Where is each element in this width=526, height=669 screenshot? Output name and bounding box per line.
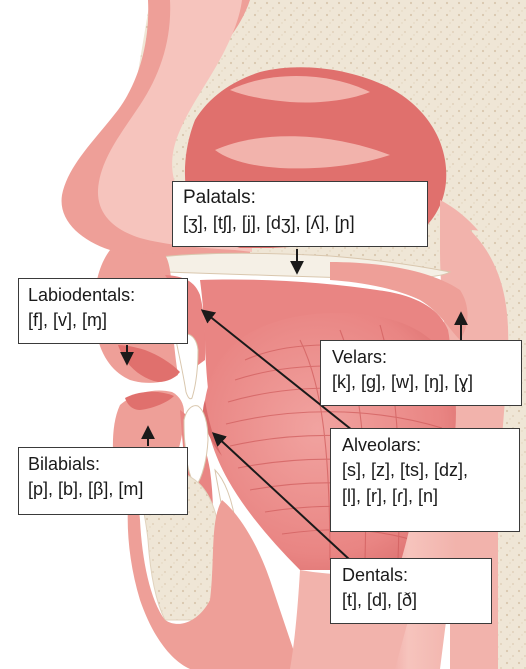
velars-sounds: [k], [g], [w], [ŋ], [ɣ] bbox=[332, 369, 513, 395]
velars-title: Velars: bbox=[332, 345, 513, 369]
velars-label-box: Velars: [k], [g], [w], [ŋ], [ɣ] bbox=[320, 340, 522, 406]
alveolars-sounds-line2: [l], [r], [ɾ], [n] bbox=[342, 483, 511, 509]
alveolars-sounds-line1: [s], [z], [ts], [dz], bbox=[342, 457, 511, 483]
dentals-title: Dentals: bbox=[342, 563, 483, 587]
bilabials-title: Bilabials: bbox=[28, 452, 179, 476]
bilabials-label-box: Bilabials: [p], [b], [β], [m] bbox=[18, 447, 188, 515]
bilabials-sounds: [p], [b], [β], [m] bbox=[28, 476, 179, 502]
alveolars-title: Alveolars: bbox=[342, 433, 511, 457]
palatals-sounds: [ʒ], [tʃ], [j], [dʒ], [ʎ], [ɲ] bbox=[183, 210, 419, 236]
labiodentals-label-box: Labiodentals: [f], [v], [ɱ] bbox=[18, 278, 188, 344]
palatals-title: Palatals: bbox=[183, 186, 419, 210]
alveolars-label-box: Alveolars: [s], [z], [ts], [dz], [l], [r… bbox=[330, 428, 520, 532]
labiodentals-title: Labiodentals: bbox=[28, 283, 179, 307]
palatals-label-box: Palatals: [ʒ], [tʃ], [j], [dʒ], [ʎ], [ɲ] bbox=[172, 181, 428, 247]
dentals-label-box: Dentals: [t], [d], [ð] bbox=[330, 558, 492, 624]
labiodentals-sounds: [f], [v], [ɱ] bbox=[28, 307, 179, 333]
dentals-sounds: [t], [d], [ð] bbox=[342, 587, 483, 613]
